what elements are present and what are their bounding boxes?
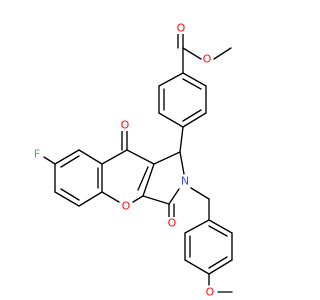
bond (182, 78, 202, 90)
atom-background (202, 53, 212, 65)
oxygen-atom-lactam: O (167, 217, 177, 230)
nitrogen-atom: N (180, 175, 190, 188)
bond (182, 72, 207, 87)
bond (60, 155, 80, 168)
bond (213, 47, 232, 60)
bond (60, 188, 80, 201)
oxygen-atom-ester: O (202, 53, 212, 66)
bond (184, 259, 210, 275)
atom-label: O (121, 119, 130, 132)
atom-label: O (203, 53, 212, 66)
atom-label: O (177, 22, 186, 35)
bond-lines (43, 33, 233, 293)
molecule-structure: O O O F N O O O (32, 22, 233, 299)
bond (182, 47, 202, 60)
bond (179, 151, 185, 175)
atom-background (205, 286, 215, 298)
bond (184, 219, 210, 234)
atom-label: O (206, 286, 215, 299)
bond (132, 195, 144, 203)
atom-background (176, 22, 186, 34)
bond (43, 156, 56, 165)
bond (137, 166, 149, 191)
bond (182, 112, 207, 128)
bond (158, 112, 184, 128)
atom-label: N (181, 175, 189, 188)
bond (208, 256, 228, 269)
oxygen-atom-methoxy: O (205, 286, 215, 299)
atom-background (32, 148, 42, 160)
bond (179, 126, 184, 153)
oxygen-atom-ketone: O (120, 119, 130, 132)
atom-background (180, 175, 190, 187)
fluorine-atom: F (32, 148, 42, 161)
bond (182, 109, 202, 122)
bond (126, 149, 155, 165)
bond (208, 219, 233, 234)
bond (158, 72, 184, 87)
oxygen-atom-ring: O (121, 200, 131, 213)
bond (208, 259, 233, 275)
bond (78, 191, 103, 207)
bond (54, 191, 80, 207)
oxygen-atom-ester-carbonyl: O (176, 22, 186, 35)
atom-label: F (34, 148, 40, 161)
atom-label: O (122, 200, 131, 213)
bond (142, 195, 170, 205)
bond (142, 163, 155, 197)
bond (101, 149, 128, 165)
bond (208, 225, 228, 237)
bond (190, 187, 210, 200)
bond (78, 149, 103, 165)
bond (54, 149, 80, 165)
atom-background (120, 119, 130, 131)
atom-label: O (168, 217, 177, 230)
atom-background (167, 217, 177, 229)
atom-background (121, 200, 131, 212)
bond (153, 151, 181, 165)
bond (101, 191, 120, 203)
bond (168, 188, 180, 205)
